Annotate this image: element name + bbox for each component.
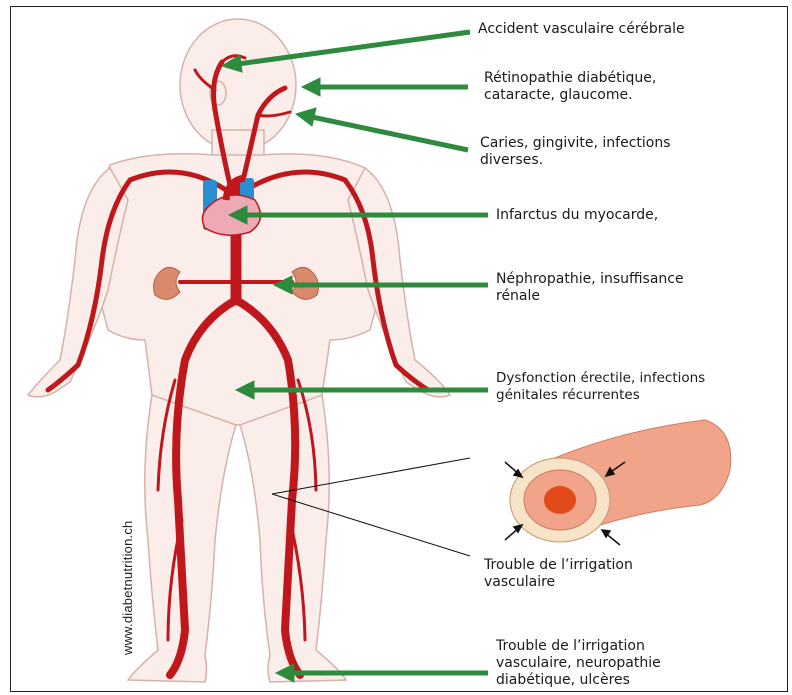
label-foot-line1: Trouble de l’irrigation bbox=[496, 638, 645, 655]
label-foot-line3: diabétique, ulcères bbox=[496, 672, 630, 689]
label-kidney-line1: Néphropathie, insuffisance bbox=[496, 271, 684, 288]
label-dental-line2: diverses. bbox=[480, 152, 543, 169]
label-foot-line2: vasculaire, neuropathie bbox=[496, 655, 661, 672]
arrowhead-dental bbox=[296, 108, 316, 126]
label-vessel-line1: Trouble de l’irrigation bbox=[484, 557, 633, 574]
vessel-lumen bbox=[544, 486, 576, 514]
label-retina-line1: Rétinopathie diabétique, bbox=[484, 70, 656, 87]
label-dental-line1: Caries, gingivite, infections bbox=[480, 135, 671, 152]
label-retina-line2: cataracte, glaucome. bbox=[484, 87, 633, 104]
arrowhead-retina bbox=[302, 78, 320, 96]
arrow-dental bbox=[312, 117, 468, 150]
watermark-url: www.diabetnutrition.ch bbox=[120, 521, 135, 655]
human-body bbox=[28, 19, 450, 682]
vessel-cross-section bbox=[272, 420, 731, 556]
label-stroke: Accident vasculaire cérébrale bbox=[478, 21, 685, 38]
label-genital-line2: génitales récurrentes bbox=[496, 387, 640, 404]
label-kidney-line2: rénale bbox=[496, 288, 540, 305]
label-heart: Infarctus du myocarde, bbox=[496, 207, 658, 224]
label-genital-line1: Dysfonction érectile, infections bbox=[496, 370, 705, 387]
label-vessel-line2: vasculaire bbox=[484, 574, 555, 591]
heart bbox=[202, 178, 260, 235]
